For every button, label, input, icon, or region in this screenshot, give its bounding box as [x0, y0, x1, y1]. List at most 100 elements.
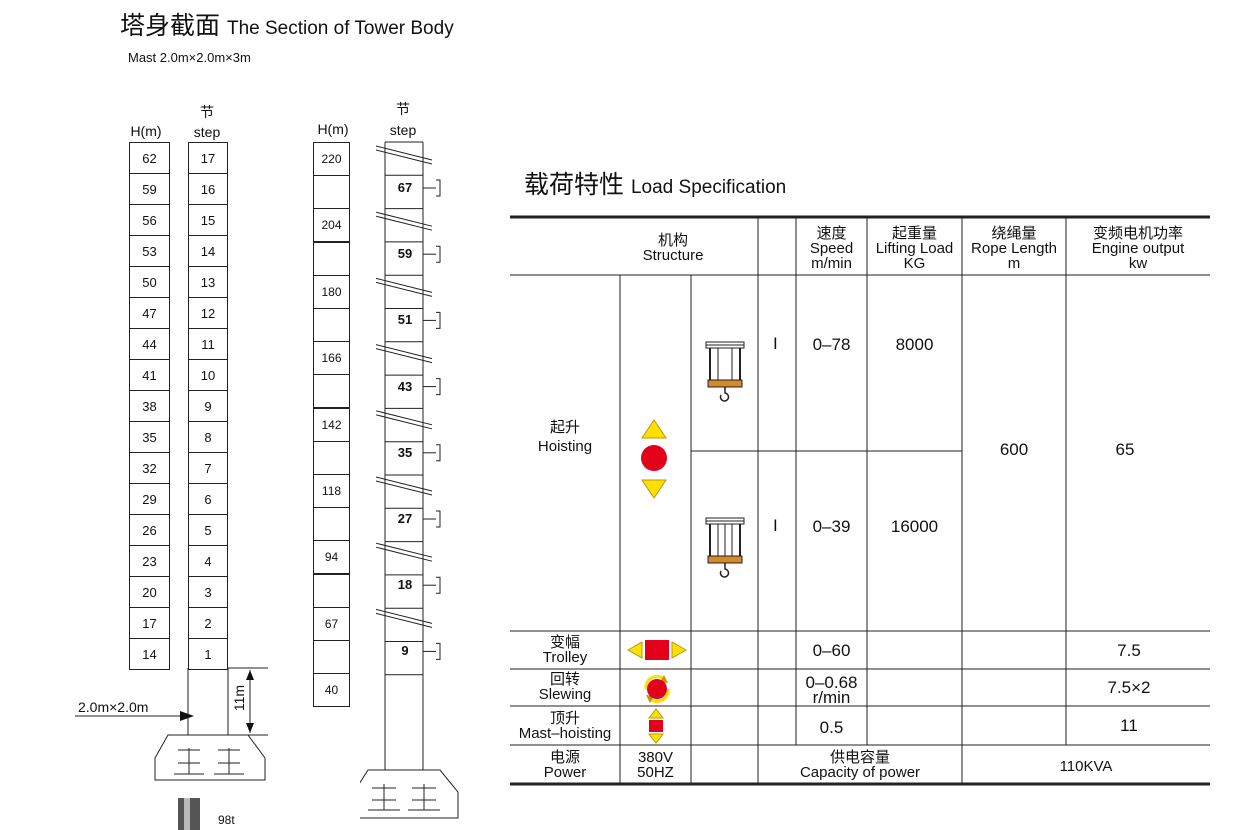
slewing-control-icon: [644, 674, 670, 704]
header-structure: 机构 Structure: [642, 232, 704, 264]
page-title: 塔身截面 The Section of Tower Body: [120, 6, 454, 42]
tie-bracket: [436, 642, 441, 660]
mast-hoisting-control-icon: [647, 708, 665, 744]
tie-line: [375, 145, 433, 161]
spec-title-zh: 载荷特性: [524, 171, 625, 199]
tie-line: [375, 608, 433, 624]
tie-step-label: 27: [397, 511, 413, 526]
hook-double-fall-icon: [705, 517, 745, 578]
tie-line: [375, 211, 433, 227]
tie-step-label: 9: [401, 643, 409, 659]
left-height-cell: 29: [129, 483, 170, 515]
right-h-header: H(m): [317, 121, 349, 137]
power-voltage: 380V 50HZ: [637, 749, 674, 781]
tie-bracket: [436, 378, 441, 396]
left-step-cell: 10: [188, 359, 228, 391]
mast-hoisting-engine-output: 11: [1120, 716, 1138, 735]
hoisting-load-1: 8000: [895, 335, 934, 354]
left-step-cell: 13: [188, 266, 228, 298]
hoisting-label: 起升 Hoisting: [537, 419, 593, 455]
left-height-cell: 59: [129, 173, 170, 205]
tie-bracket: [436, 245, 441, 263]
right-height-cell: [313, 241, 350, 276]
left-height-cell: 50: [129, 266, 170, 298]
left-step-cell: 1: [188, 638, 228, 670]
tie-line: [375, 149, 433, 165]
mast-hoisting-label: 顶升 Mast–hoisting: [518, 710, 612, 742]
hoisting-gear-2: I: [773, 516, 778, 535]
right-height-cell: [313, 440, 350, 475]
tie-line: [375, 480, 433, 496]
hoisting-load-2: 16000: [890, 517, 939, 536]
right-height-cell: [313, 573, 350, 608]
tie-line: [375, 215, 433, 231]
left-step-header-zh: 节: [200, 104, 214, 120]
hoisting-speed-2: 0–39: [812, 517, 851, 536]
hoisting-gear-1: I: [773, 334, 778, 353]
slewing-label: 回转 Slewing: [538, 671, 592, 703]
tie-line: [375, 542, 433, 558]
left-step-cell: 17: [188, 142, 228, 174]
tie-step-label: 67: [397, 180, 413, 195]
left-height-cell: 26: [129, 514, 170, 546]
header-lifting-load: 起重量 Lifting Load KG: [875, 225, 954, 272]
left-step-cell: 8: [188, 421, 228, 453]
slewing-speed: 0–0.68 r/min: [805, 673, 858, 707]
hook-single-fall-icon: [705, 341, 745, 402]
left-step-cell: 2: [188, 607, 228, 639]
left-height-cell: 17: [129, 607, 170, 639]
right-height-cell: 220: [313, 142, 350, 176]
trolley-control-icon: [626, 640, 688, 660]
tie-line: [375, 281, 433, 297]
right-height-cell: 67: [313, 606, 350, 641]
spec-title-en: Load Specification: [630, 177, 787, 198]
left-step-cell: 3: [188, 576, 228, 608]
hoisting-speed-1: 0–78: [812, 335, 851, 354]
tie-line: [375, 612, 433, 628]
tie-bracket: [436, 576, 441, 594]
spec-title: 载荷特性 Load Specification: [524, 165, 786, 201]
mast-subtitle: Mast 2.0m×2.0m×3m: [128, 50, 251, 65]
hoisting-engine-output: 65: [1115, 440, 1135, 459]
slewing-engine-output: 7.5×2: [1107, 678, 1151, 697]
left-height-cell: 41: [129, 359, 170, 391]
tie-line: [375, 348, 433, 364]
left-height-cell: 62: [129, 142, 170, 174]
tie-bracket: [436, 311, 441, 329]
tie-bracket: [436, 179, 441, 197]
tie-step-label: 18: [397, 577, 413, 593]
title-zh: 塔身截面: [120, 12, 221, 40]
mast-hoisting-speed: 0.5: [819, 718, 844, 737]
tie-line: [375, 476, 433, 492]
left-step-cell: 4: [188, 545, 228, 577]
left-height-cell: 14: [129, 638, 170, 670]
title-en: The Section of Tower Body: [226, 18, 454, 39]
base-load-label: 98t: [218, 813, 235, 827]
tie-step-label: 43: [397, 378, 413, 394]
section-size-label: 2.0m×2.0m: [78, 699, 149, 715]
tie-line: [375, 344, 433, 360]
left-step-cell: 5: [188, 514, 228, 546]
tie-step-label: 35: [397, 444, 413, 460]
tie-line: [375, 414, 433, 430]
right-height-cell: 166: [313, 341, 350, 376]
hoisting-rope-length: 600: [999, 440, 1029, 459]
trolley-speed: 0–60: [812, 641, 851, 660]
right-step-header-en: step: [389, 122, 417, 138]
tie-bracket: [436, 510, 441, 528]
tie-bracket: [436, 444, 441, 462]
left-height-cell: 35: [129, 421, 170, 453]
right-height-cell: 40: [313, 673, 350, 708]
right-tower-base: [360, 769, 459, 819]
left-h-header: H(m): [130, 123, 162, 139]
power-capacity-value: 110KVA: [1059, 758, 1113, 775]
left-tower-base-drawing: [75, 667, 268, 830]
tie-line: [375, 410, 433, 426]
tie-step-label: 59: [397, 246, 413, 262]
right-height-cell: [313, 640, 350, 674]
left-height-cell: 56: [129, 204, 170, 236]
power-capacity-label: 供电容量 Capacity of power: [799, 749, 921, 781]
trolley-label: 变幅 Trolley: [542, 634, 588, 666]
hoisting-control-icon: [641, 419, 667, 499]
left-height-cell: 44: [129, 328, 170, 360]
